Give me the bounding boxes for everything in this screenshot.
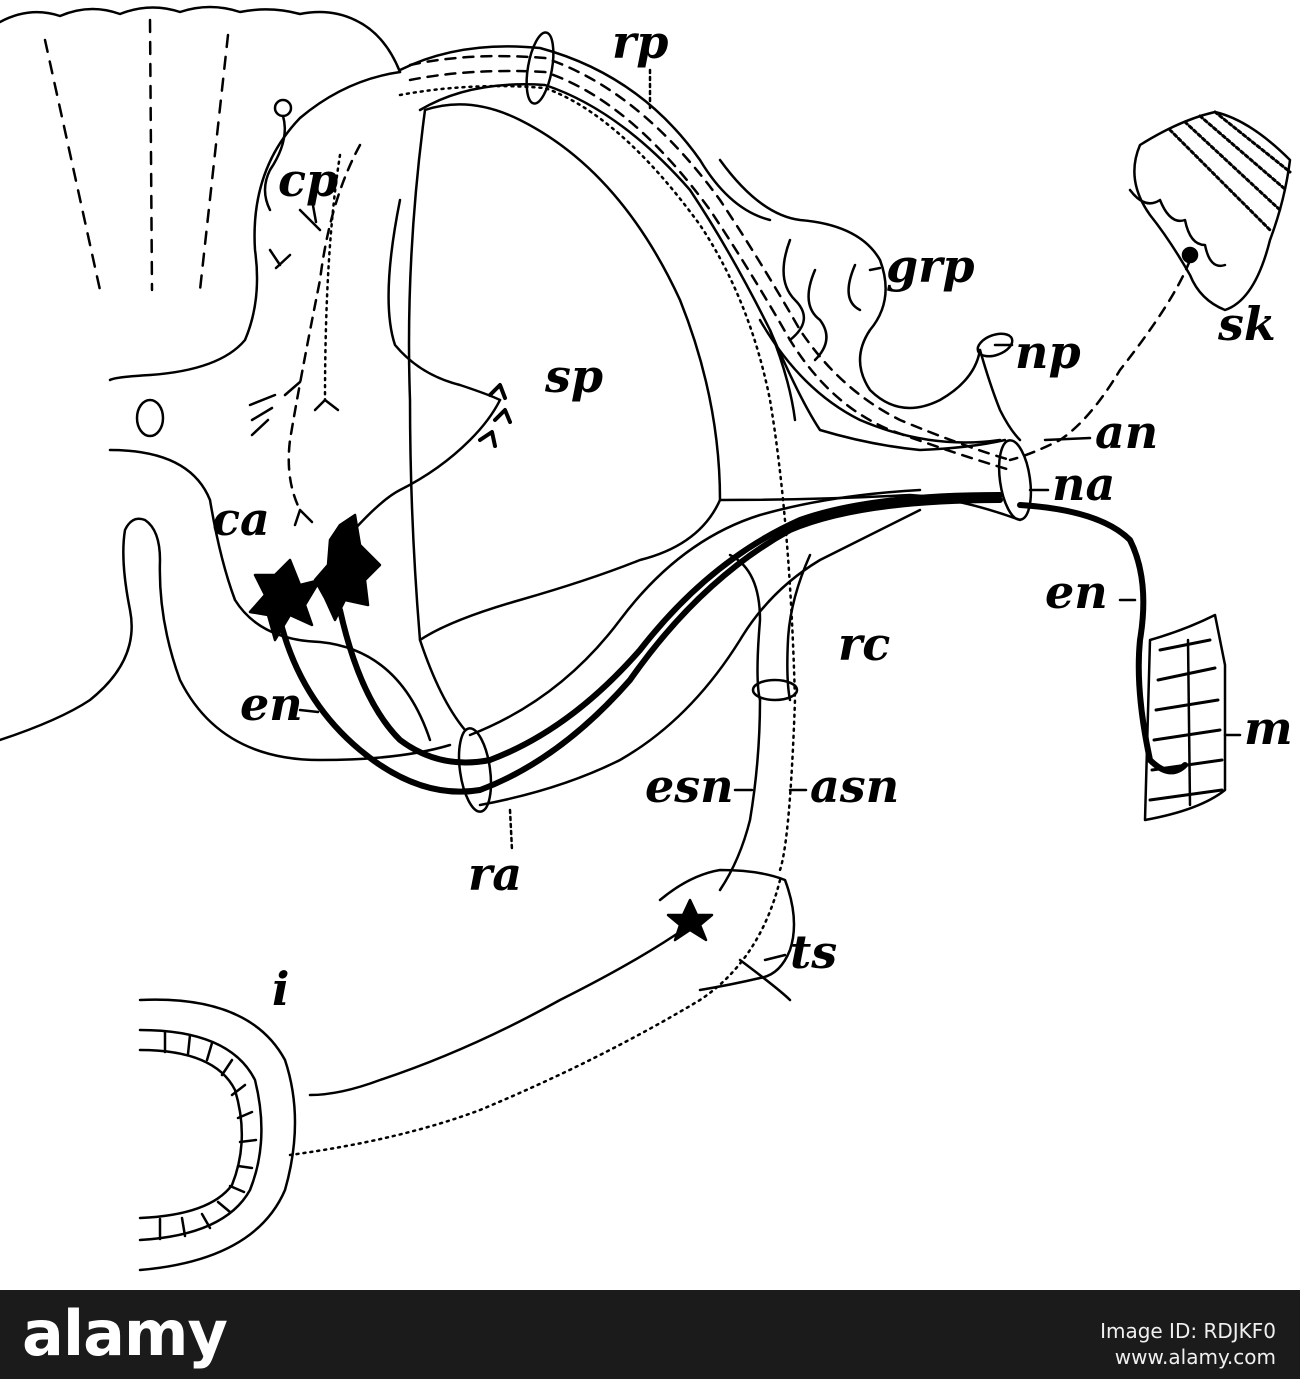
leader-en-left [298, 708, 320, 714]
intestine-outer [138, 998, 297, 1272]
skin-cells [1128, 188, 1227, 268]
cp-axon [263, 114, 287, 212]
anterior-root-outer-1 [468, 488, 922, 737]
anterior-root-stem [418, 638, 467, 732]
ventral-fissure [0, 517, 452, 762]
label-i: i [272, 962, 289, 1016]
label-asn: asn [810, 759, 899, 813]
label-ra: ra [468, 847, 522, 901]
leader-grp [868, 266, 882, 272]
dorsal-tract-dashed-3 [198, 33, 230, 292]
label-en-left: en [240, 677, 303, 731]
skin-hatch [1168, 110, 1292, 232]
nerve-diagram: rp cp grp sk sp np an na ca en rc en m e… [0, 5, 1293, 1272]
efferent-fiber-2 [337, 492, 1003, 766]
spinal-cord-outline [108, 70, 402, 382]
leader-an [1043, 436, 1092, 442]
dorsal-root-fibers-dashed [408, 54, 1012, 462]
cord-dendrite-cluster [248, 380, 302, 437]
spinal-nerve-cut [997, 439, 1033, 521]
motor-neuron-dendrite-tips [478, 383, 512, 448]
ca-dendrites [293, 508, 314, 527]
label-rc: rc [838, 617, 890, 671]
posterior-ganglion-lower [758, 318, 1002, 444]
motor-neuron-2 [313, 513, 382, 622]
spinal-nerve-lower-wall [718, 493, 1022, 522]
ramus-communicans-right [786, 553, 812, 702]
label-ca: ca [212, 492, 270, 546]
muscle-striations [1148, 638, 1224, 802]
afferent-nerve-dashed [1008, 258, 1192, 462]
muscle-outline [1143, 613, 1227, 822]
sensory-axon-3 [847, 263, 862, 312]
cord-dotted-descending [323, 153, 342, 402]
intestine-epithelium [138, 1048, 243, 1220]
label-rp: rp [612, 15, 668, 69]
spinal-ganglion-outline [407, 103, 722, 642]
spinal-cord-top-edge [0, 5, 402, 74]
posterior-ganglion-body [718, 158, 982, 410]
cord-neuron-cp [273, 98, 293, 118]
visceral-nerve-solid [308, 923, 692, 1097]
efferent-fiber-1 [277, 497, 1003, 795]
image-id-text: Image ID: RDJKF0 [1100, 1319, 1276, 1343]
motor-neuron-dendrite [343, 398, 502, 542]
label-sk: sk [1217, 297, 1276, 351]
dorsal-root-outer [398, 45, 772, 222]
sensory-axon-1 [782, 238, 805, 342]
alamy-logo[interactable]: alamy [22, 1297, 228, 1370]
skin-outline [1133, 110, 1292, 312]
leader-ts [763, 953, 787, 962]
label-grp: grp [886, 239, 975, 293]
intestine-villi [158, 1030, 258, 1241]
stock-url-link[interactable]: www.alamy.com [1114, 1345, 1276, 1369]
label-ts: ts [790, 925, 837, 979]
label-na: na [1052, 457, 1115, 511]
label-m: m [1244, 701, 1293, 755]
diagram-canvas: rp cp grp sk sp np an na ca en rc en m e… [0, 5, 1293, 1272]
label-cp: cp [278, 153, 338, 207]
dorsal-tract-dashed-2 [148, 18, 154, 292]
label-sp: sp [544, 349, 603, 403]
muscle-fiber-divider [1186, 638, 1192, 807]
sympathetic-ganglion-lower [738, 958, 792, 1002]
sympathetic-ganglion-outline [658, 868, 796, 992]
dorsal-root-cut [525, 31, 555, 105]
label-np: np [1015, 325, 1081, 379]
sympathetic-neuron [666, 898, 714, 942]
visceral-nerve-dotted [288, 878, 782, 1157]
central-canal [135, 398, 165, 438]
motor-neuron-1 [248, 558, 322, 642]
ramus-communicans-cut [751, 678, 799, 702]
label-an: an [1095, 405, 1158, 459]
label-en-right: en [1045, 565, 1108, 619]
ramus-communicans-left [728, 553, 762, 702]
anterior-root-cut [457, 727, 493, 813]
cp-dendrites [268, 198, 322, 270]
posterior-branch-wall [978, 348, 1022, 442]
stock-footer-bar: alamy Image ID: RDJKF0 www.alamy.com [0, 1290, 1300, 1379]
spinal-nerve-upper-wall [768, 328, 1007, 452]
cord-dotted-branch [313, 398, 340, 412]
anterior-root-outer-2 [478, 508, 922, 807]
spinal-cord-lower-outline [108, 448, 432, 742]
leader-ra [508, 808, 514, 852]
sensory-axon-2 [807, 268, 828, 362]
ganglion-inner-lobe [387, 198, 502, 402]
dorsal-tract-dashed-1 [43, 38, 102, 292]
efferent-nerve-right [1017, 502, 1188, 775]
posterior-branch-cut [976, 332, 1014, 358]
label-esn: esn [645, 759, 734, 813]
cord-dashed-descending [287, 143, 362, 512]
efferent-sympathetic-nerve [718, 698, 762, 892]
